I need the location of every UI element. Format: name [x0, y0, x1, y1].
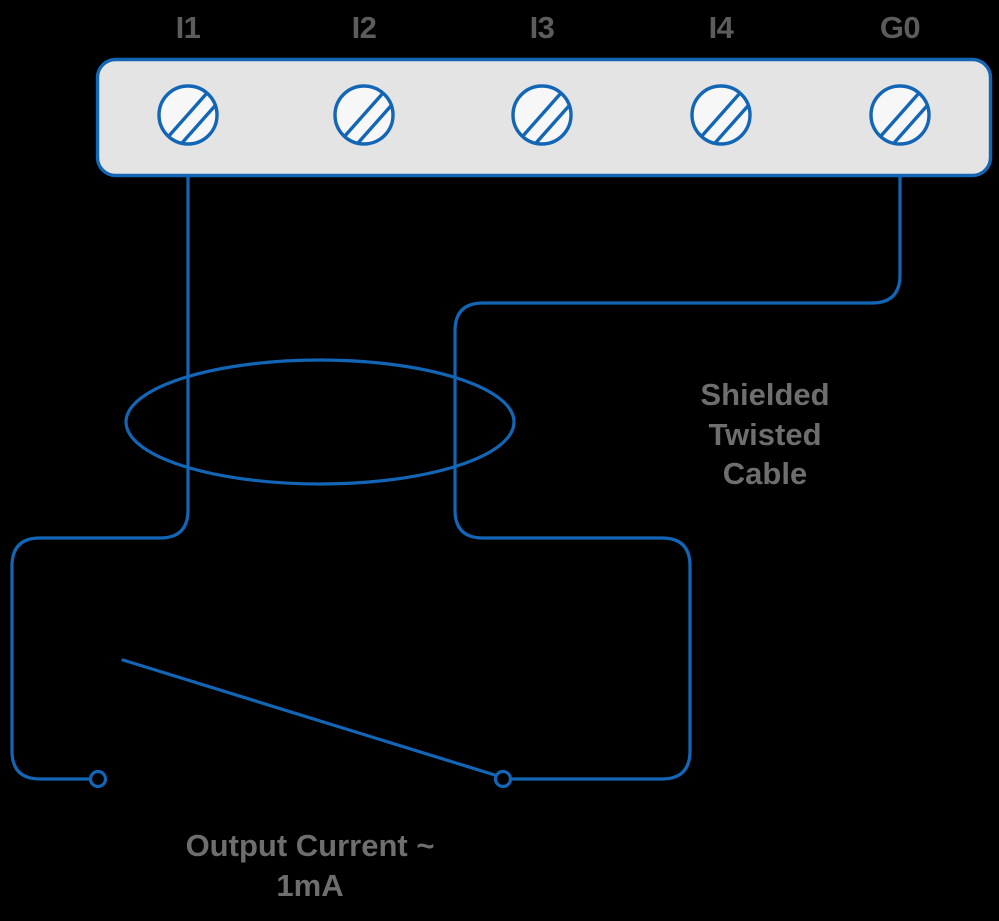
terminal-screw-i2[interactable] [333, 84, 405, 152]
annotation-shielded-cable: Shielded Twisted Cable [700, 377, 830, 492]
terminal-screw-i4[interactable] [690, 84, 762, 152]
terminal-label-i1: I1 [175, 10, 201, 45]
terminal-screw-i3[interactable] [511, 84, 583, 152]
terminal-label-i2: I2 [351, 10, 377, 45]
twisted-cable-loop [124, 358, 516, 486]
switch-terminal-left [88, 769, 108, 789]
terminal-label-i3: I3 [529, 10, 555, 45]
terminal-label-i4: I4 [708, 10, 734, 45]
terminal-label-g0: G0 [879, 10, 921, 45]
switch-terminal-right [493, 769, 513, 789]
wire-i1 [10, 126, 190, 781]
terminal-screws [157, 84, 941, 152]
annotation-output-current: Output Current ~ 1mA [185, 828, 435, 903]
terminal-screw-i1[interactable] [157, 84, 229, 152]
wire-g0 [453, 126, 902, 781]
switch-lever [121, 658, 500, 778]
terminal-screw-g0[interactable] [869, 84, 941, 152]
